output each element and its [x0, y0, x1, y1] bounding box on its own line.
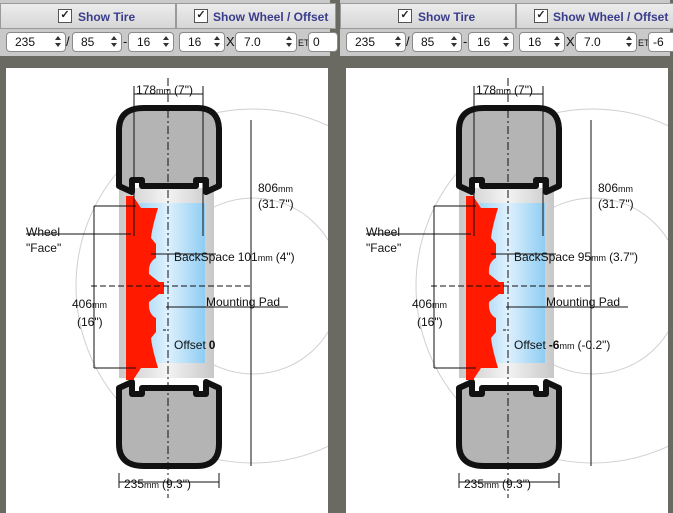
show-tire-checkbox[interactable]: ✓ [398, 9, 412, 23]
show-wheel-checkbox[interactable]: ✓ [194, 9, 208, 23]
section-width-label: 235mm(9.3") [464, 477, 531, 491]
show-tire-label[interactable]: Show Tire [78, 10, 136, 24]
tire-diagram-canvas: 178mm(7") 806mm (31.7") Wheel "Face" Bac… [346, 68, 668, 513]
tire-width-value: 235 [355, 35, 376, 49]
tire-width-select[interactable]: 235 [6, 32, 66, 52]
offset-input-value: -6 [653, 35, 664, 49]
rim-diameter-inches: (16") [77, 315, 103, 329]
wheel-width-select[interactable]: 7.0 [575, 32, 637, 52]
dash-separator: - [463, 34, 468, 49]
tread-width-label: 178mm(7") [136, 83, 193, 97]
wheel-width-value: 7.0 [244, 35, 261, 49]
tire-panel-right: ✓ Show Tire ✓ Show Wheel / Offset 235 / … [340, 0, 673, 513]
tire-panel-left: ✓ Show Tire ✓ Show Wheel / Offset 235 / … [0, 0, 338, 513]
outer-guide-circle [75, 108, 328, 464]
rim-diameter-inches: (16") [417, 315, 443, 329]
tread-width-label: 178mm(7") [476, 83, 533, 97]
show-wheel-label[interactable]: Show Wheel / Offset [213, 10, 329, 24]
aspect-ratio-value: 85 [81, 35, 95, 49]
show-tire-cell: ✓ Show Tire [340, 3, 516, 29]
show-wheel-cell: ✓ Show Wheel / Offset [516, 3, 673, 29]
aspect-ratio-value: 85 [421, 35, 435, 49]
wheel-rim-flange [126, 196, 134, 380]
stepper-arrows-icon [393, 35, 403, 49]
wheel-width-select[interactable]: 7.0 [235, 32, 297, 52]
overall-diameter-inches: (31.7") [258, 197, 294, 211]
tire-width-value: 235 [15, 35, 36, 49]
stepper-arrows-icon [552, 35, 562, 49]
mounting-pad-label: Mounting Pad [546, 295, 620, 309]
tire-top-section [116, 105, 222, 195]
show-wheel-cell: ✓ Show Wheel / Offset [176, 3, 336, 29]
options-toolbar: ✓ Show Tire ✓ Show Wheel / Offset 235 / … [340, 0, 673, 56]
overall-diameter-inches: (31.7") [598, 197, 634, 211]
tire-diagram-canvas: 178mm(7") 806mm (31.7") Wheel "Face" Bac… [6, 68, 328, 513]
mounting-pad-label: Mounting Pad [206, 295, 280, 309]
dash-separator: - [123, 34, 128, 49]
offset-input[interactable]: 0 [308, 32, 338, 52]
offset-input[interactable]: -6 [648, 32, 673, 52]
show-tire-label[interactable]: Show Tire [418, 10, 476, 24]
wheel-diameter-value: 16 [528, 35, 542, 49]
stepper-arrows-icon [161, 35, 171, 49]
x-separator: X [566, 34, 575, 49]
tire-width-select[interactable]: 235 [346, 32, 406, 52]
tire-bottom-section [456, 379, 562, 469]
offset-label: Offset-6mm(-0.2") [514, 338, 610, 352]
x-separator: X [226, 34, 235, 49]
stepper-arrows-icon [624, 35, 634, 49]
show-tire-checkbox[interactable]: ✓ [58, 9, 72, 23]
aspect-ratio-select[interactable]: 85 [412, 32, 462, 52]
wheel-face-label-line1: Wheel [366, 225, 400, 239]
overall-diameter-label: 806mm [258, 181, 293, 195]
wheel-width-value: 7.0 [584, 35, 601, 49]
wheel-diameter-select[interactable]: 16 [179, 32, 225, 52]
offset-input-value: 0 [313, 35, 320, 49]
aspect-ratio-select[interactable]: 85 [72, 32, 122, 52]
wheel-face-profile [126, 196, 164, 380]
wheel-face-profile [466, 196, 504, 380]
rim-diameter-label: 406mm [72, 297, 107, 311]
tire-bottom-section [116, 379, 222, 469]
wheel-face-label-line2: "Face" [26, 241, 61, 255]
et-label: ET [638, 38, 650, 48]
tire-diagram: 178mm(7") 806mm (31.7") Wheel "Face" Bac… [366, 78, 668, 498]
stepper-arrows-icon [109, 35, 119, 49]
stepper-arrows-icon [449, 35, 459, 49]
wheel-diameter-select[interactable]: 16 [519, 32, 565, 52]
section-width-label: 235mm(9.3") [124, 477, 191, 491]
slash-separator: / [66, 34, 70, 49]
overall-diameter-label: 806mm [598, 181, 633, 195]
slash-separator: / [406, 34, 410, 49]
stepper-arrows-icon [212, 35, 222, 49]
wheel-face-label-line2: "Face" [366, 241, 401, 255]
options-toolbar: ✓ Show Tire ✓ Show Wheel / Offset 235 / … [0, 0, 338, 56]
outer-guide-circle [415, 108, 668, 464]
rim-diameter-select[interactable]: 16 [468, 32, 514, 52]
wheel-rim-flange [466, 196, 474, 380]
rim-diameter-label: 406mm [412, 297, 447, 311]
rim-diameter-select[interactable]: 16 [128, 32, 174, 52]
et-label: ET [298, 38, 310, 48]
show-wheel-checkbox[interactable]: ✓ [534, 9, 548, 23]
tire-diagram: 178mm(7") 806mm (31.7") Wheel "Face" Bac… [26, 78, 328, 498]
show-wheel-label[interactable]: Show Wheel / Offset [553, 10, 669, 24]
stepper-arrows-icon [284, 35, 294, 49]
stepper-arrows-icon [501, 35, 511, 49]
show-tire-cell: ✓ Show Tire [0, 3, 176, 29]
stepper-arrows-icon [53, 35, 63, 49]
rim-diameter-value: 16 [477, 35, 491, 49]
wheel-diameter-value: 16 [188, 35, 202, 49]
wheel-face-label-line1: Wheel [26, 225, 60, 239]
tire-top-section [456, 105, 562, 195]
rim-diameter-value: 16 [137, 35, 151, 49]
